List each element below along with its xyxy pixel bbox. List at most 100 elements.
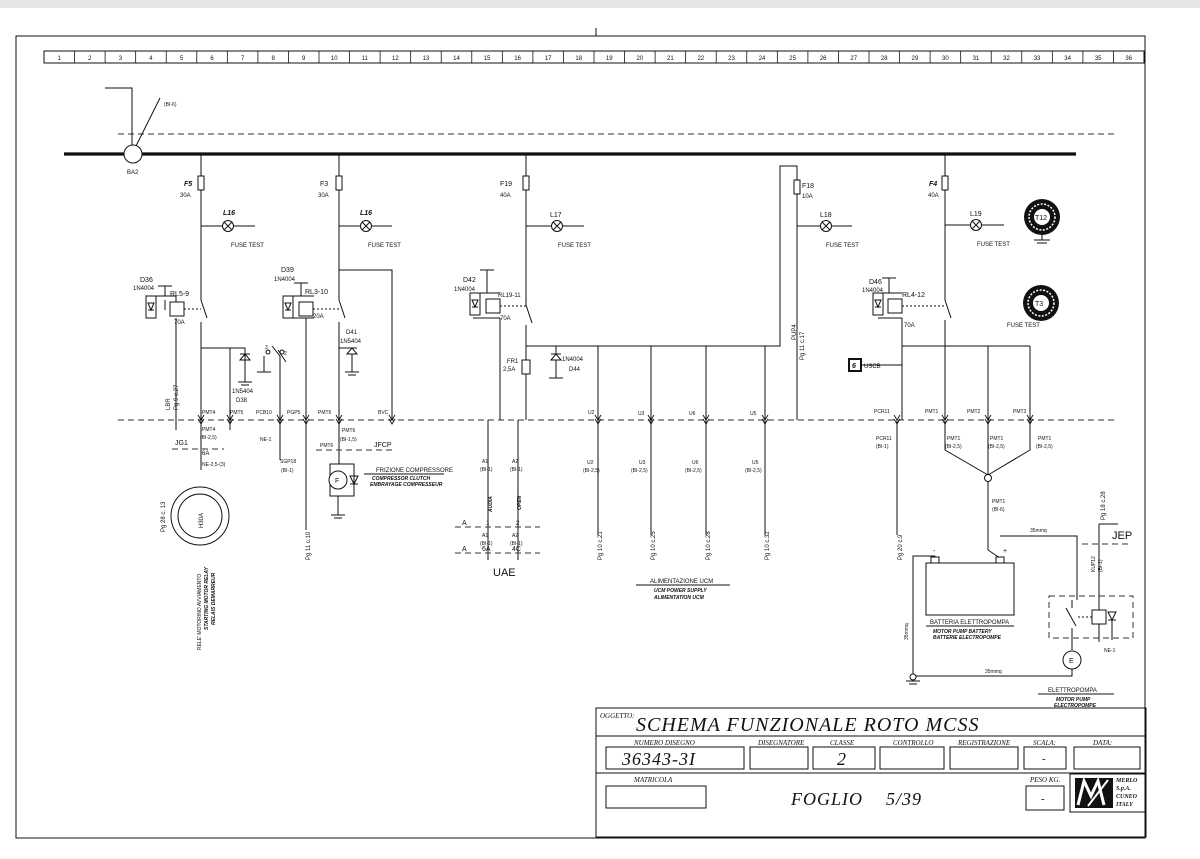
pmt6-mid: PMT6 (320, 443, 334, 449)
classe-box (812, 746, 876, 770)
u3-bi: (BI-2,5) (631, 468, 648, 474)
rl3-coil (298, 301, 314, 317)
pmt-junction (984, 474, 992, 482)
switch-2-node (279, 349, 285, 355)
switch-3-num: 3 (265, 345, 268, 351)
lower-wires (200, 420, 1031, 560)
pmt1-lower-c-bi: (BI-2,5) (1036, 444, 1053, 450)
f5-rating: 30A (180, 193, 191, 199)
top-strip (0, 0, 1200, 8)
pmt3-label: PMT3 (1013, 409, 1027, 415)
sensor-t3-core (1033, 295, 1049, 311)
rl19-coil (485, 298, 501, 314)
battery-term-neg (930, 556, 940, 564)
fuse-f19 (522, 175, 530, 191)
jg1-ne: NE-2,5-(3) (202, 462, 226, 468)
pump-relay-diode (1107, 611, 1117, 622)
lbr-ref: Pg 9 c.27 (174, 384, 180, 410)
pmt6-label: PMT6 (318, 410, 332, 416)
u3-lower: U3 (639, 460, 646, 466)
registrazione-label: REGISTRAZIONE (957, 739, 1011, 747)
rl5-name: RL5-9 (170, 291, 189, 298)
pump-relay-box (1048, 595, 1134, 639)
connector-labels: PMT4 PMT5 PCB10 PGP5 PMT6 BVC U2 U3 U6 U… (202, 409, 1027, 417)
d39-type: 1N4004 (274, 277, 296, 283)
clutch-fr: EMBRAYAGE COMPRESSEUR (370, 482, 443, 488)
f18-rating: 10A (802, 194, 813, 200)
lamp-l18-x (821, 221, 831, 231)
f5-out (200, 347, 246, 420)
fr1-rating: 2,5A (503, 367, 515, 373)
peso-box (1025, 785, 1065, 811)
column-number: 35 (1095, 56, 1102, 62)
cable35-side: 35mmq (904, 623, 910, 640)
pmt4-bi: (BI-2,5) (200, 435, 217, 441)
sensor-t12-ring (1028, 203, 1056, 231)
rl4-coil (887, 298, 903, 314)
pgp5-label: PGP5 (287, 410, 301, 416)
battery-term-pos (995, 556, 1005, 564)
bvc-label: BVC (378, 410, 389, 416)
pmt1-lower-c: PMT1 (1038, 436, 1052, 442)
pcr11-bi: (BI-1) (876, 444, 889, 450)
ref-r5: Pg 10 c.32 (765, 531, 771, 560)
clutch-f (328, 470, 348, 490)
rl5-coil-wires (151, 285, 177, 430)
pmt-bus (902, 345, 1031, 420)
clutch-gnd (331, 496, 345, 519)
numero-box (605, 746, 745, 770)
matricola-box (605, 785, 707, 809)
u2-lower: U2 (587, 460, 594, 466)
switch-3-2 (257, 345, 287, 420)
rl4-coil-wires (878, 277, 903, 420)
battery-label: BATTERIA ELETTROPOMPA (930, 620, 1009, 626)
connector-arrow (388, 414, 396, 425)
disegnatore-label: DISEGNATORE (757, 739, 805, 747)
registrazione-box (949, 746, 1019, 770)
fuse-f18 (793, 179, 801, 195)
uae-6a: 6A (482, 546, 491, 553)
battery-gnd-node (909, 673, 917, 681)
uae-audi: AUDIA (488, 496, 494, 513)
company-line-3: CUNEO (1116, 794, 1138, 800)
foglio-label: FOGLIO (790, 789, 863, 809)
fuse-f5 (197, 175, 205, 191)
oggetto-label: OGGETTO: (600, 712, 635, 720)
column-number: 31 (973, 56, 980, 62)
l16-a-label: L16 (223, 210, 235, 217)
ucm-fr: ALIMENTATION UCM (653, 595, 705, 601)
kup12-bi: (BI-1) (1098, 559, 1104, 572)
pmt1-lower-b: PMT1 (990, 436, 1004, 442)
company-logo-frame (1069, 773, 1147, 813)
pmt6-bi: (BI-1,5) (340, 437, 357, 443)
rl5-coil (169, 301, 185, 317)
t3-fuse-test: FUSE TEST (1007, 323, 1040, 329)
sgp18-bi: (BI-1) (281, 468, 294, 474)
rl3-diode-box (282, 295, 294, 319)
company-line-4: ITALY (1115, 802, 1134, 808)
u2-label: U2 (588, 410, 595, 416)
battery-en: MOTOR PUMP BATTERY (933, 629, 992, 635)
logo-slash (1087, 779, 1109, 807)
uae-row-a: A (462, 520, 467, 527)
starting-relay-fr: RELAIS DEMARREUR (211, 572, 217, 625)
d38-gnd (238, 360, 252, 386)
column-number: 29 (911, 56, 918, 62)
column-number: 17 (545, 56, 552, 62)
uscb-num: 6 (852, 363, 856, 370)
rl3-diode (284, 302, 292, 312)
t12-label: T12 (1035, 215, 1047, 222)
scala-box (1023, 746, 1067, 770)
fr1-label: FR1 (507, 359, 519, 365)
f18-feed (765, 165, 798, 420)
column-number: 2 (88, 56, 92, 62)
column-number: 1 (58, 56, 62, 62)
pump-en: MOTOR PUMP (1056, 697, 1091, 703)
jfcp-label: JFCP (374, 442, 392, 449)
column-number: 30 (942, 56, 949, 62)
d36-label: D36 (140, 277, 153, 284)
pup4-ref: Pg 11 c.17 (800, 331, 806, 360)
column-number: 18 (575, 56, 582, 62)
jg1-6a: 6A (202, 451, 209, 457)
